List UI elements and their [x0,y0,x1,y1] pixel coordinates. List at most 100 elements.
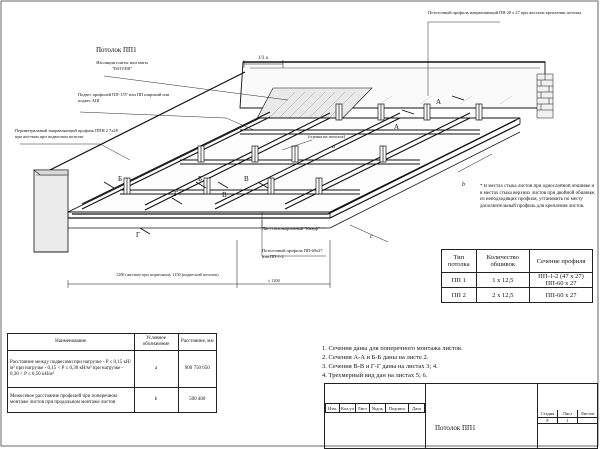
hanger [251,145,259,163]
callout-insulation: Изоляция плиты или маты "ISOVER" [96,60,148,71]
stamp-col: Лист [354,403,369,413]
drawing-title: Потолок ПП1 [96,46,137,54]
table-header-cell: Тип потолка [441,249,477,273]
section-mark-g-1: Г [174,190,178,198]
table-header-cell: Условное обозначение [133,333,179,351]
table-cell: ПП 1 [441,272,477,288]
slab-hatching [379,95,513,105]
stamp-sheets-cell: Листов [577,410,597,424]
stamp-title: Потолок ПП1 [435,424,476,432]
hanger [267,177,275,195]
leader-lines [20,21,500,257]
section-marks [103,95,465,235]
stamp-col: Подпись [384,403,409,413]
hanger [197,145,205,163]
remark-box: * В местах стыка листов при однослойной … [480,184,596,209]
callout-sheet: Лист гипсокартонный "Кнауф" [262,226,320,231]
callout-perimeter-box: Периметральный направляющий профиль ППН … [15,128,118,139]
stamp-col: №док [368,403,385,413]
table-header-cell: Наименование [7,333,135,351]
brick-wall-right [536,73,554,119]
table-cell: b [133,387,179,413]
hangers [123,103,483,195]
table-header-row: Тип потолка Количество обшивок Сечение п… [441,249,593,273]
stamp-col: Дата [408,403,425,413]
table-row: ПП 1 1 х 12,5 ПП-1-2 (47 х 27) ПП-60 х 2… [441,272,593,288]
callout-ceiling-profile-box: Потолочный профиль ПП-60х27 или ПП-1-2 [262,248,323,259]
note-line: 2. Сечения А-А и Б-Б даны на листе 2. [322,354,429,361]
stamp-col: Кол.уч [339,403,355,413]
callout-sheet-box: Лист гипсокартонный "Кнауф" [262,226,320,231]
table-cell: ПП 2 [441,287,477,303]
callout-profile-pn: Потолочный профиль направляющий ПН 28 х … [428,10,581,15]
callout-insulation-box: Изоляция плиты или маты "ISOVER" [96,60,148,71]
hanger [475,103,483,121]
spacing-table: Наименование Условное обозначение Рассто… [7,333,218,413]
table-cell: Расстояние между подвесами при нагрузке … [7,350,135,388]
section-mark-v-2: В [222,191,227,199]
hanger [291,145,299,163]
callout-ceiling-profile: Потолочный профиль ПП-60х27 или ПП-1-2 [262,248,323,259]
hanger [377,103,385,121]
dim-letter-a: a [332,144,335,150]
callout-profile-pp-box: Подвес профилей ПП-1/97 или ПП широкий и… [78,92,170,103]
table-header-cell: Сечение профиля [529,249,593,273]
stamp-stage-label: Стадия [538,410,557,418]
perimeter-profile [72,119,517,215]
section-mark-b-2: Б [198,175,202,183]
section-mark-v-1: В [244,175,249,183]
callout-coupling: (сцепка на потолок) [308,134,346,139]
note-line: 1. Сечения даны для поперечного монтажа … [322,345,463,352]
callout-coupling-box: (сцепка на потолок) [308,134,346,139]
hanger [203,177,211,195]
section-mark-b-1: Б [118,175,122,183]
section-mark-a-1: А [436,98,441,106]
note-line: 4. Трехмерный вид дан на листах 5; 6. [322,372,428,379]
stamp-sheets-label: Листов [578,410,597,418]
table-cell: 900 750 650 [177,350,218,388]
table-cell: a [133,350,179,388]
stamp-stage-value: Р [546,418,549,423]
table-row: Межосевое расстояние профилей при попере… [7,387,218,413]
table-header-row: Наименование Условное обозначение Рассто… [7,333,218,351]
table-row: ПП 2 2 х 12,5 ПП-60 х 27 [441,287,593,303]
title-block: Изм. Кол.уч Лист №док Подпись Дата Потол… [324,383,598,449]
dim-letter-c: c [370,234,373,240]
table-cell: Межосевое расстояние профилей при попере… [7,387,135,413]
dim-pitch-right: ≤ 1200 [268,278,280,283]
hanger [335,103,343,121]
hanger [379,145,387,163]
remark-text: * В местах стыка листов при однослойной … [480,184,596,209]
hanger [123,177,131,195]
stamp-col: Изм. [325,403,340,413]
drawing-notes: 1. Сечения даны для поперечного монтажа … [322,344,463,380]
table-cell: 2 х 12,5 [475,287,531,303]
note-line: 3. Сечения В-В и Г-Г даны на листах 3; 4… [322,363,438,370]
table-cell: 500 400 [177,387,218,413]
section-mark-a-2: А [394,123,399,131]
dim-letter-b: b [462,182,465,188]
table-header-cell: Расстояние, мм [177,333,218,351]
dim-top: 1/3 a [258,56,269,61]
table-cell: 1 х 12,5 [475,272,531,288]
ceiling-type-table: Тип потолка Количество обшивок Сечение п… [441,249,593,303]
callout-profile-pp: Подвес профилей ПП-1/97 или ПП широкий и… [78,92,170,103]
table-cell: ПП-60 х 27 [529,287,593,303]
table-header-cell: Количество обшивок [475,249,531,273]
callout-profile-pn-text: Потолочный профиль направляющий ПН 28 х … [428,10,581,15]
stamp-sheet-label: Лист [558,410,577,418]
title-block-columns: Изм. Кол.уч Лист №док Подпись Дата [325,403,425,413]
hanger [315,177,323,195]
stamp-divider [425,384,426,448]
callout-perimeter: Периметральный направляющий профиль ППН … [15,128,118,139]
dimension-lines [67,60,493,288]
section-mark-g-2: Г [136,231,140,239]
stamp-sheet-value: 1 [566,418,569,423]
hanger [423,103,431,121]
dim-pitch: 1200 (жесткое при подвесном); 1150 (подв… [116,272,219,277]
